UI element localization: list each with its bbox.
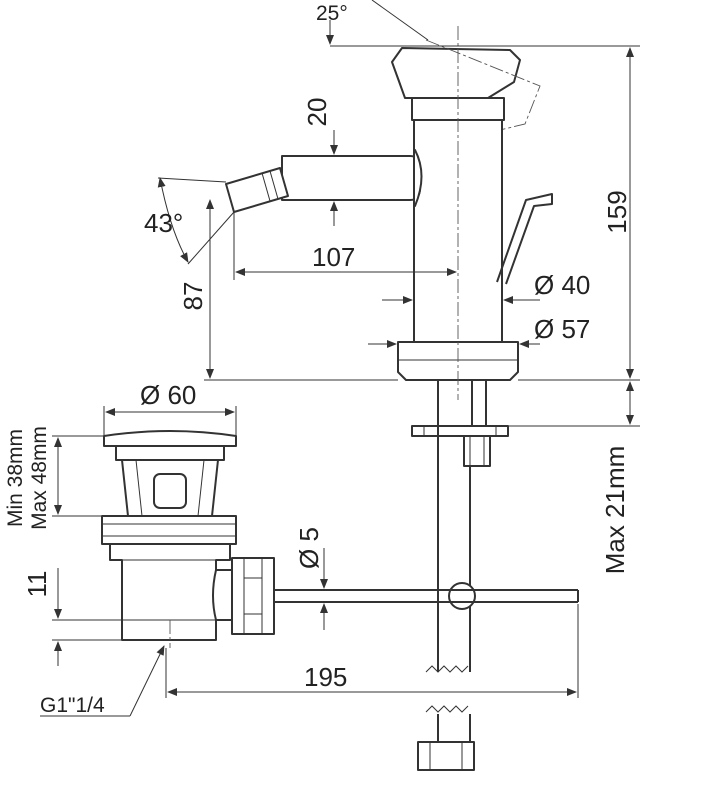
waste-max-label: Max 48mm [28,426,51,530]
dim-lever-angle: 25° [316,0,630,47]
waste-diameter-label: Ø 60 [140,380,196,410]
dim-waste-diameter: Ø 60 [103,380,237,436]
pop-up-rod [417,380,476,771]
spout [225,149,423,213]
dim-spout-angle: 43° [144,177,235,265]
spout-angle-label: 43° [144,208,183,238]
waste-min-label: Min 38mm [4,429,27,527]
dim-thread-length: 11 [22,568,122,666]
dim-body-diameter: Ø 40 [382,270,590,304]
dim-deck-thickness: Max 21mm [508,381,640,575]
dim-spout-base-height: 87 [178,199,398,381]
dim-waste-height: Min 38mm Max 48mm [4,426,104,530]
spout-height-label: 20 [302,98,332,127]
dim-rod-diameter: Ø 5 [294,527,328,630]
rod-diameter-label: Ø 5 [294,527,324,569]
dim-reach: 107 [233,212,457,280]
reach-label: 107 [312,242,355,272]
mixer-body [391,39,553,381]
dim-spout-height: 20 [302,98,338,226]
angle-lever-label: 25° [316,2,348,25]
deck-thickness-label: Max 21mm [600,446,630,575]
pop-up-waste [101,430,579,648]
spout-base-label: 87 [178,282,208,311]
fixing-stud [411,380,509,467]
base-diameter-label: Ø 57 [534,314,590,344]
dim-rod-length: 195 [165,604,579,698]
thread-length-label: 11 [22,571,52,598]
rod-length-label: 195 [304,662,347,692]
dim-total-height: 159 [510,45,640,381]
body-diameter-label: Ø 40 [534,270,590,300]
dim-thread-spec: G1"1/4 [40,645,165,717]
dim-base-diameter: Ø 57 [368,314,590,348]
thread-spec-label: G1"1/4 [40,694,105,717]
total-height-label: 159 [602,190,632,233]
